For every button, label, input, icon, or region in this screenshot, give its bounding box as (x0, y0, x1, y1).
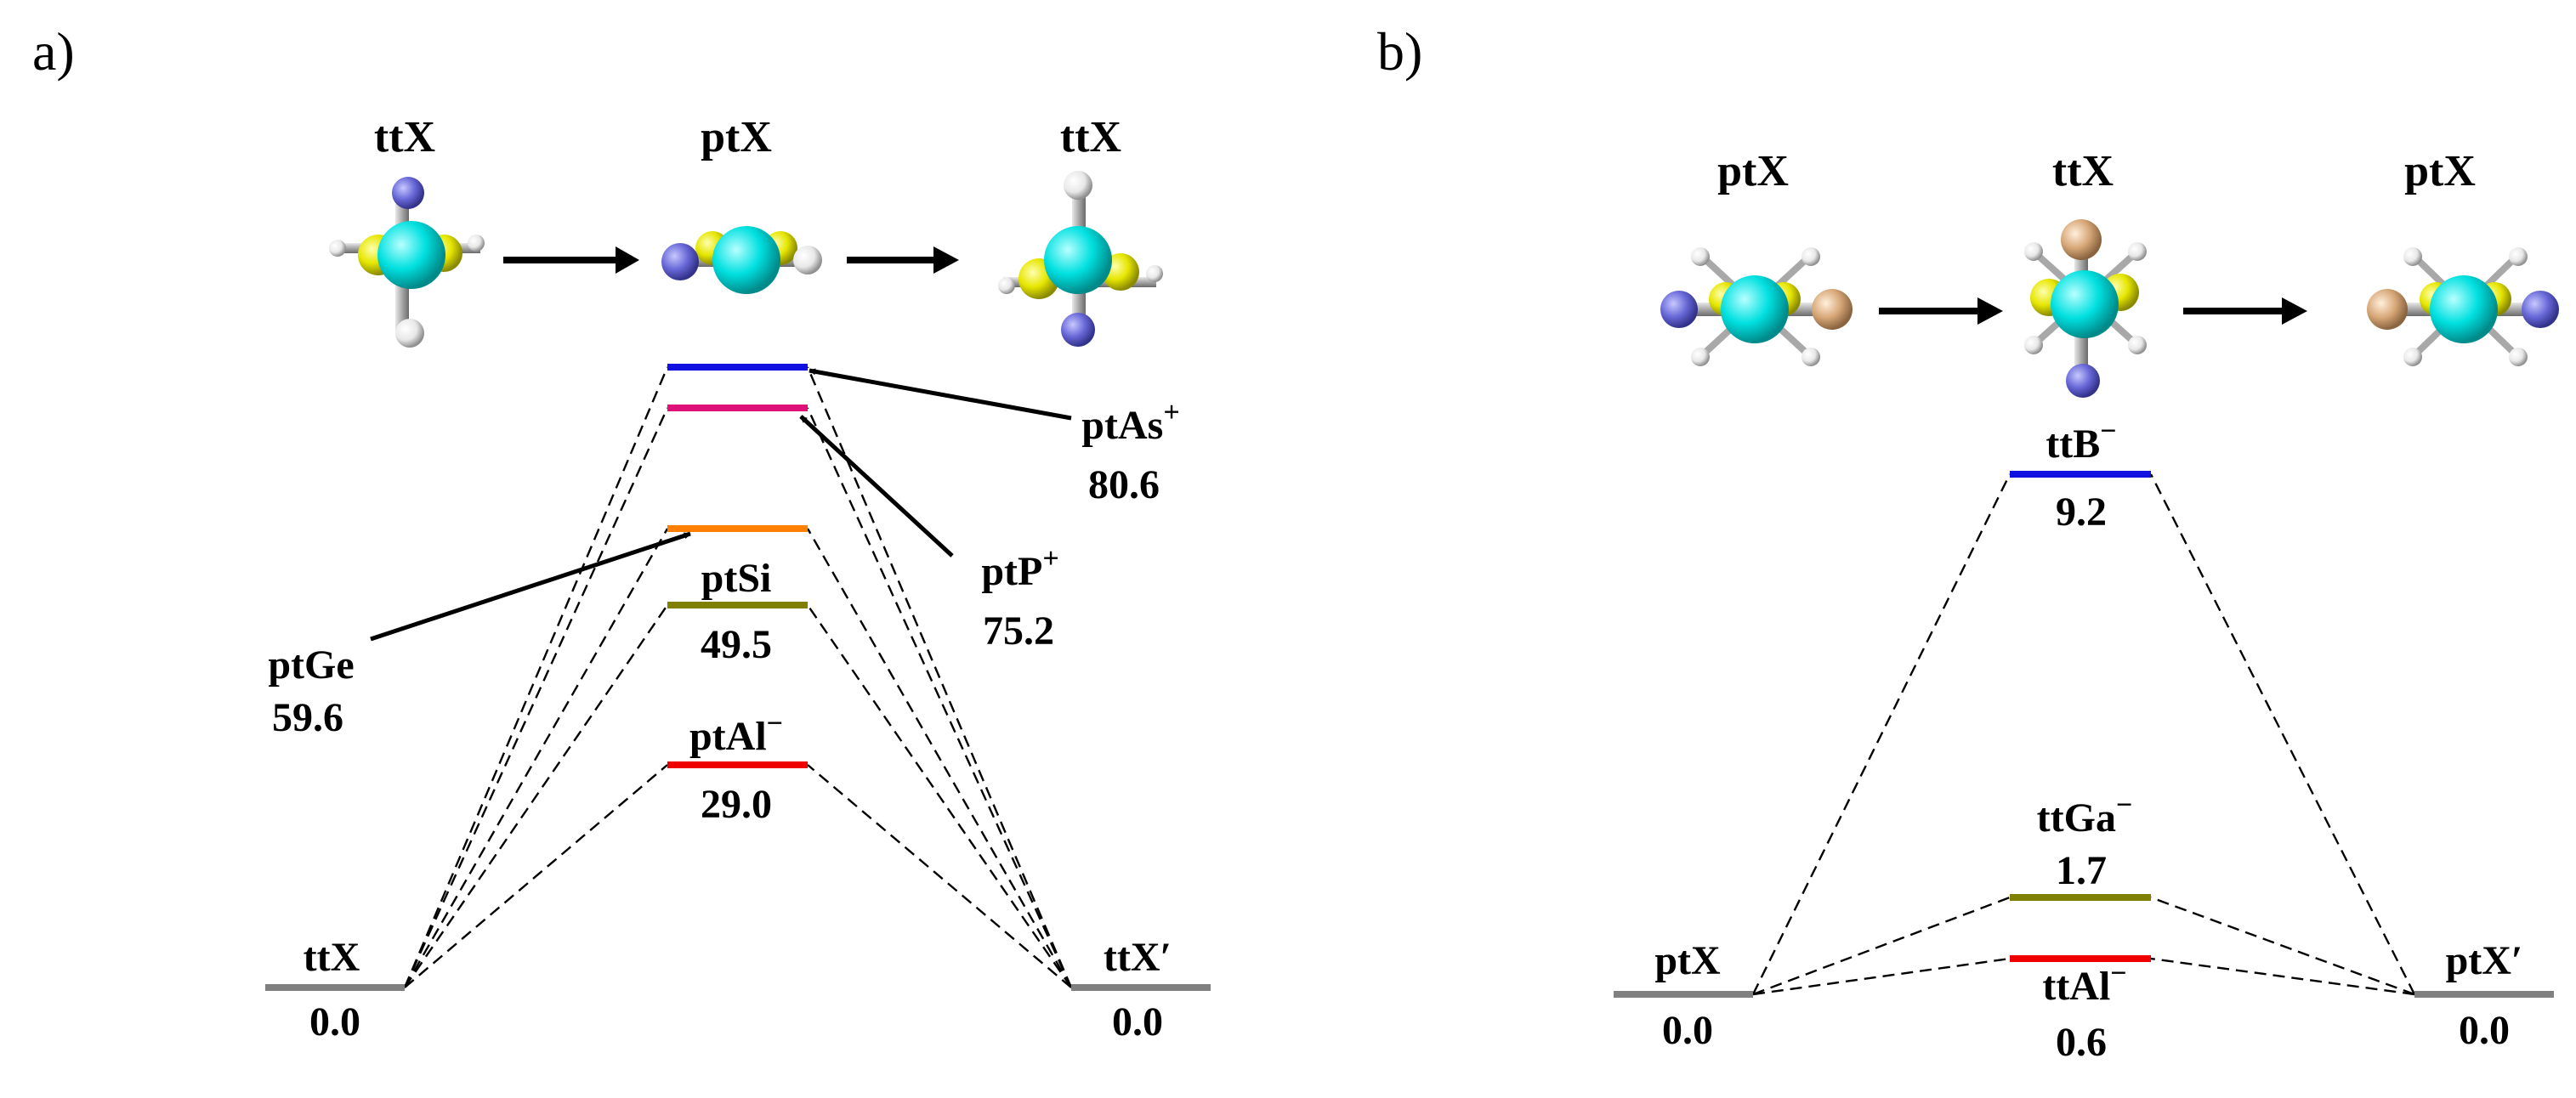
panel-a-ptSi-label: ptSi (701, 556, 772, 601)
molecule-b-middle (2024, 219, 2147, 398)
panel-b-ttAl-value: 0.6 (2056, 1020, 2107, 1065)
panel-a-callout-arrow-ptAs (809, 368, 1072, 421)
panel-b-mech-start-label: ptX (1717, 147, 1789, 195)
panel-a-ptP-value: 75.2 (983, 608, 1054, 654)
panel-a-ptSi-value: 49.5 (701, 622, 772, 667)
panel-b-left-name: ptX (1654, 938, 1721, 983)
panel-b-ttB-label: ttB− (2045, 416, 2116, 467)
molecule-a-end (998, 171, 1163, 347)
panel-b-mech-arrowhead-2 (2282, 297, 2307, 325)
panel-b-right-name: ptX′ (2446, 938, 2523, 983)
panel-a-mech-start-label: ttX (374, 113, 435, 161)
molecule-a-middle (661, 226, 822, 294)
panel-a-right-name: ttX′ (1104, 935, 1172, 980)
panel-b-connectors (1751, 473, 2416, 996)
panel-a-ptAl-label: ptAl− (689, 708, 783, 759)
panel-a-right-value: 0.0 (1112, 999, 1163, 1044)
panel-b-ttB-value: 9.2 (2056, 490, 2107, 535)
molecule-b-start (1660, 247, 1853, 366)
panel-b-right-value: 0.0 (2459, 1008, 2510, 1053)
panel-b-mech-end-label: ptX (2404, 147, 2476, 195)
panel-a-ptAl-value: 29.0 (701, 782, 772, 827)
panel-a-connectors (403, 366, 1073, 988)
molecule-a-start (329, 177, 485, 348)
panel-a-ptP-label: ptP+ (981, 543, 1058, 594)
panel-b-mech-arrowhead-1 (1977, 297, 2003, 325)
panel-a-mech-end-label: ttX (1060, 113, 1121, 161)
panel-a-ptGe-value: 59.6 (272, 695, 343, 740)
panel-a-callout-arrow-ptGe (370, 531, 691, 642)
panel-b-mech-mid-label: ttX (2052, 147, 2114, 195)
panel-a-left-name: ttX (304, 935, 360, 980)
panel-b-ttAl-label: ttAl− (2042, 958, 2126, 1009)
panel-a-ptAs-label: ptAs+ (1081, 397, 1179, 448)
panel-b-ttGa-label: ttGa− (2037, 790, 2133, 840)
panel-a-mech-arrowhead-1 (616, 246, 639, 274)
panel-a-label: a) (32, 21, 75, 82)
panel-a-ptGe-label: ptGe (268, 642, 354, 688)
panel-a-mech-mid-label: ptX (701, 113, 772, 161)
panel-a-ptAs-value: 80.6 (1088, 462, 1160, 507)
panel-a-left-value: 0.0 (309, 999, 360, 1044)
panel-b-left-value: 0.0 (1662, 1008, 1713, 1053)
panel-a-callout-arrow-ptP (799, 415, 954, 557)
panel-a-mech-arrowhead-2 (933, 246, 959, 274)
molecule-b-end (2367, 247, 2559, 366)
panel-b-label: b) (1377, 21, 1422, 82)
panel-b-ttGa-value: 1.7 (2056, 848, 2107, 893)
